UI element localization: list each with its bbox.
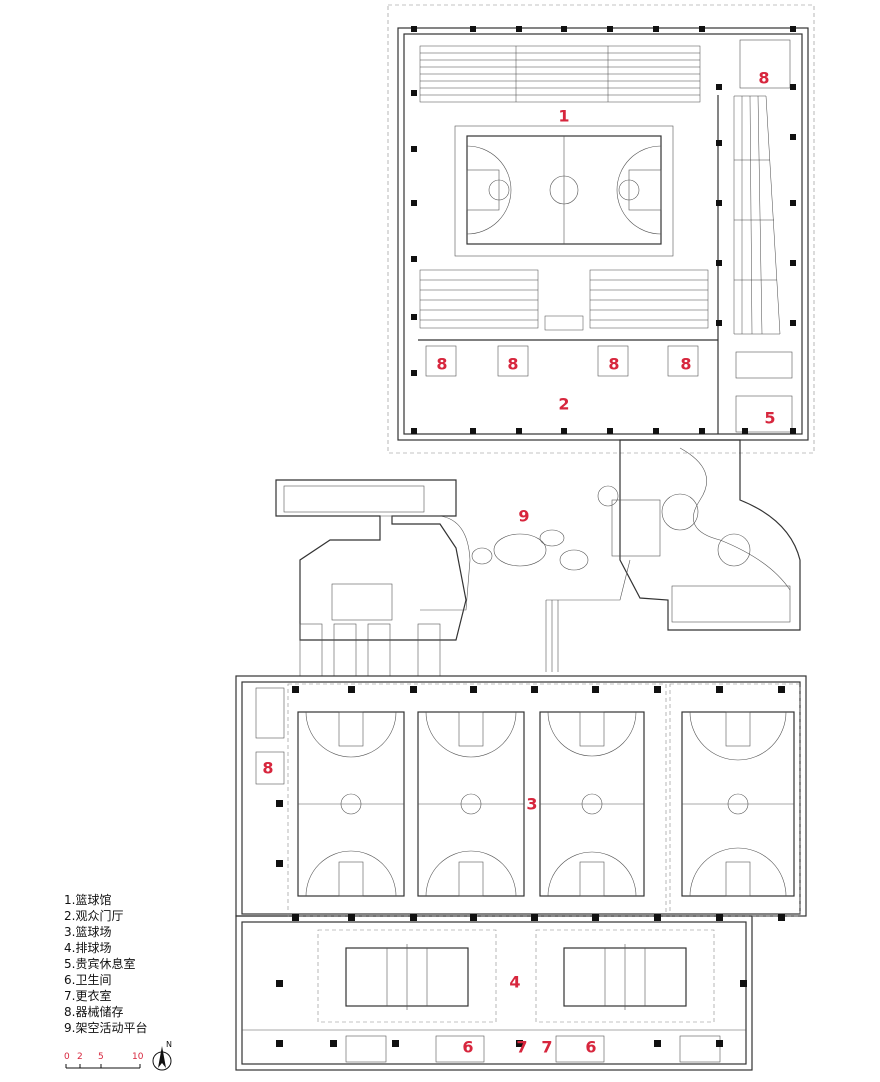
hall-columns <box>411 26 796 434</box>
legend-item: 9.架空活动平台 <box>64 1021 148 1035</box>
courts-row <box>297 711 795 897</box>
label-3-basketball-courts: 3 <box>526 795 537 814</box>
north-label: N <box>166 1040 172 1049</box>
legend-item: 6.卫生间 <box>64 973 112 987</box>
label-8-storage-2: 8 <box>507 355 518 374</box>
open-platform <box>275 439 801 677</box>
legend-item: 2.观众门厅 <box>64 909 124 923</box>
scale-bar <box>65 1064 141 1069</box>
label-7-changing-a: 7 <box>516 1038 527 1057</box>
bottom-seating <box>419 269 709 331</box>
label-8-storage-left: 8 <box>262 759 273 778</box>
label-2-audience-hall: 2 <box>558 395 569 414</box>
basketball-hall-building <box>387 4 815 454</box>
legend-item: 3.篮球场 <box>64 925 112 939</box>
legend: 1.篮球馆 2.观众门厅 3.篮球场 4.排球场 5.贵宾休息室 6.卫生间 7… <box>64 892 147 1036</box>
label-6-restroom-a: 6 <box>462 1038 473 1057</box>
label-5-vip-lounge: 5 <box>764 409 775 428</box>
north-arrow-icon <box>152 1046 172 1071</box>
label-8-storage-1: 8 <box>436 355 447 374</box>
legend-item: 5.贵宾休息室 <box>64 957 136 971</box>
top-seating <box>419 45 701 103</box>
main-court <box>454 125 674 257</box>
legend-item: 1.篮球馆 <box>64 893 112 907</box>
scale-tick-label: 0 <box>64 1052 70 1062</box>
label-1-basketball-hall: 1 <box>558 107 569 126</box>
scale-tick-label: 10 <box>132 1052 144 1062</box>
right-seating <box>733 95 781 335</box>
label-7-changing-b: 7 <box>541 1038 552 1057</box>
training-building <box>235 675 807 1071</box>
legend-item: 8.器械储存 <box>64 1005 124 1019</box>
training-columns <box>276 686 785 1047</box>
label-8-storage-top-right: 8 <box>758 69 769 88</box>
label-4-volleyball-courts: 4 <box>509 973 520 992</box>
scale-tick-label: 2 <box>77 1052 83 1062</box>
label-6-restroom-b: 6 <box>585 1038 596 1057</box>
scale-tick-label: 5 <box>98 1052 104 1062</box>
label-8-storage-4: 8 <box>680 355 691 374</box>
legend-item: 4.排球场 <box>64 941 112 955</box>
volleyball-courts <box>317 929 715 1023</box>
legend-item: 7.更衣室 <box>64 989 112 1003</box>
room-labels: 1 2 3 4 5 6 6 7 7 8 8 8 8 8 8 9 <box>262 69 775 1057</box>
label-8-storage-3: 8 <box>608 355 619 374</box>
label-9-platform: 9 <box>518 507 529 526</box>
